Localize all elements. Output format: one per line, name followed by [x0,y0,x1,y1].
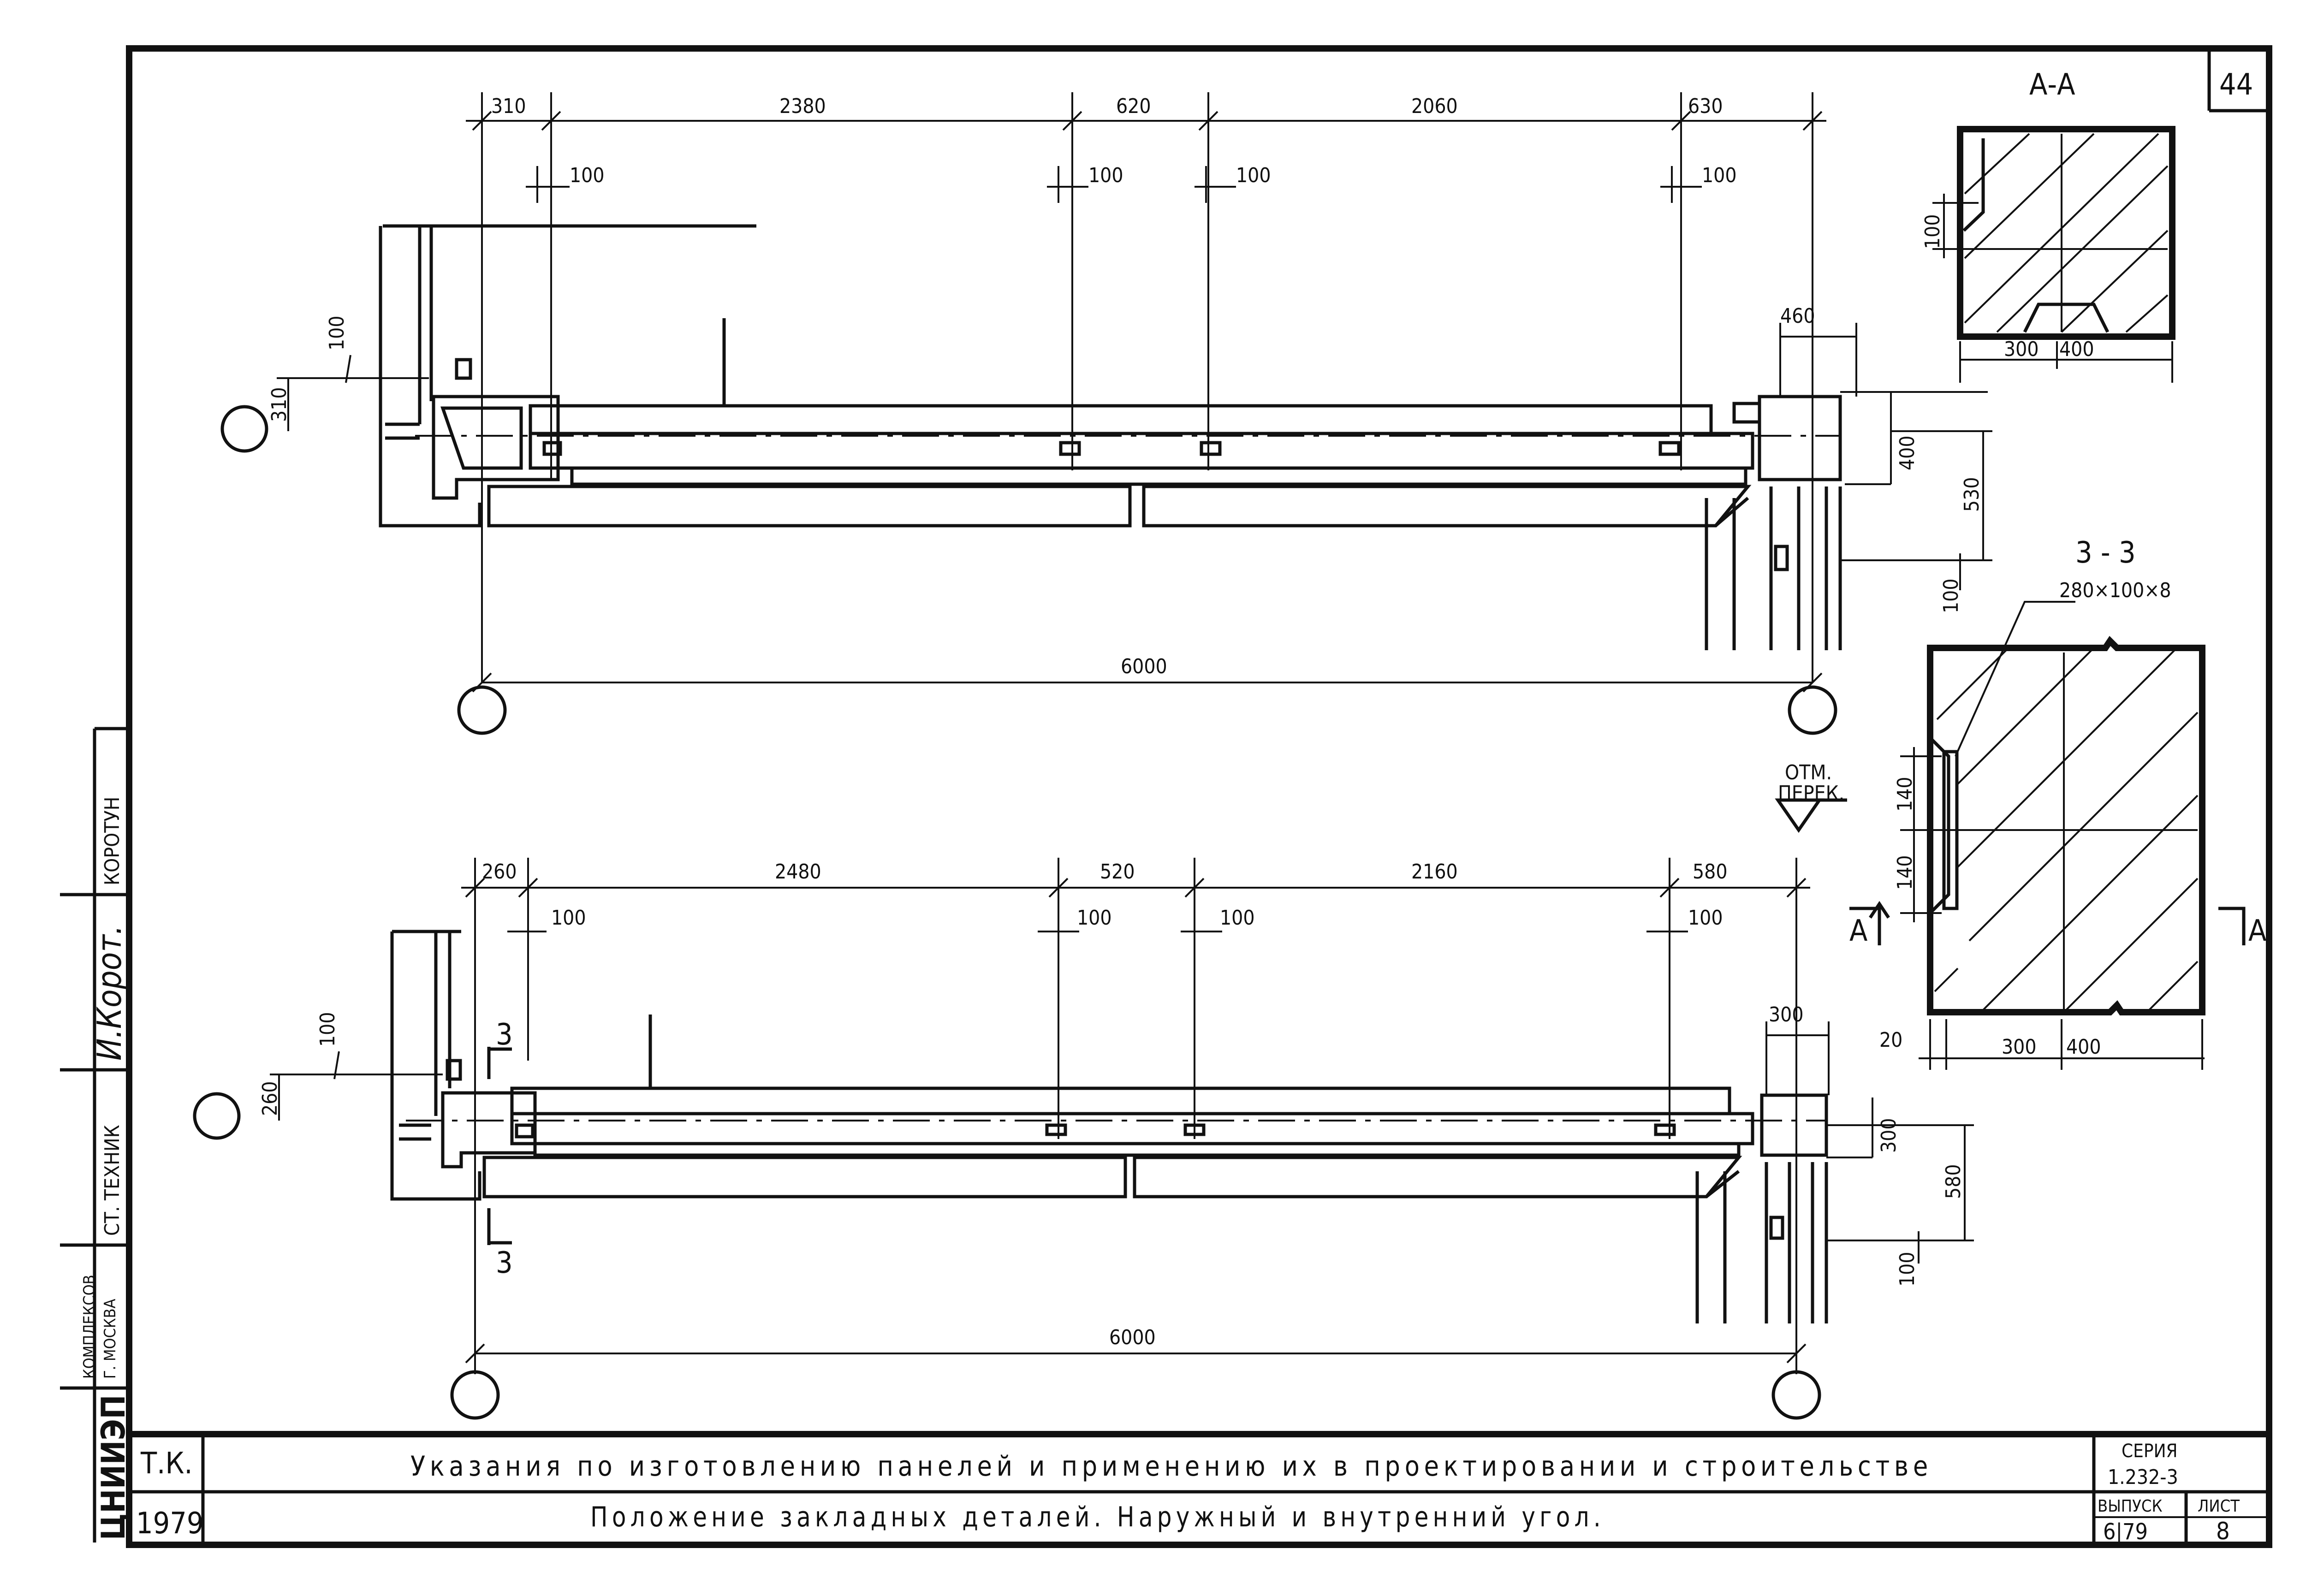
section-33-dim-140b: 140 [1893,855,1917,890]
left-stamp: КОРОТУН И.Корот. СТ. ТЕХНИК КОМПЛЕКСОВ Г… [60,727,132,1543]
section-aa-label: А-А [2029,68,2075,102]
sheet-label: ЛИСТ [2198,1497,2240,1516]
bot-dim-right-300b: 300 [1877,1118,1901,1153]
bot-dim-580: 580 [1693,860,1728,884]
issue-value: 6|79 [2103,1519,2148,1545]
top-dim-100-b: 100 [1088,164,1123,187]
section-aa-dim-300: 300 [2004,338,2039,361]
tk-label: Т.К. [140,1447,193,1481]
section-33-dim-140a: 140 [1893,777,1917,812]
bot-dim-100-c: 100 [1220,906,1255,930]
top-dim-left-100: 100 [325,315,349,350]
plan-bottom [193,858,1974,1420]
section-aa [1932,126,2175,383]
bot-dim-right-580: 580 [1942,1164,1965,1199]
top-dim-100-a: 100 [570,164,605,187]
bot-dim-100-a: 100 [551,906,586,930]
main-title: Указания по изготовлению панелей и приме… [410,1450,1932,1483]
bot-dim-520: 520 [1100,860,1135,884]
person-name: КОРОТУН [101,797,124,885]
section-33-otm: ОТМ. [1785,761,1832,784]
year: 1979 [136,1507,204,1541]
bot-dim-6000: 6000 [1109,1326,1156,1349]
section-aa-dim-400: 400 [2059,338,2094,361]
section-33-cut-right: А [2248,914,2266,948]
top-dim-right-530: 530 [1960,477,1984,512]
section-aa-dim-100: 100 [1921,214,1944,249]
section-33-perek: ПЕРЕК. [1778,782,1844,805]
top-dim-2060: 2060 [1411,95,1458,118]
org-line-1: КОМПЛЕКСОВ [80,1275,99,1379]
bot-dim-right-300: 300 [1769,1003,1804,1026]
section-33-cut-left: А [1849,914,1867,948]
top-dim-100-c: 100 [1236,164,1271,187]
bot-dim-left-100: 100 [316,1012,339,1047]
sheet-number: 44 [2219,68,2253,102]
section-33-dim-300: 300 [2002,1035,2037,1059]
section-33-plate: 280×100×8 [2059,579,2171,602]
position-label: СТ. ТЕХНИК [101,1125,124,1236]
section-mark-3-top: 3 [496,1018,513,1052]
sub-title: Положение закладных деталей. Наружный и … [590,1501,1605,1533]
top-dim-100-d: 100 [1702,164,1737,187]
top-dim-right-400: 400 [1896,435,1919,470]
series-label: СЕРИЯ [2122,1441,2177,1462]
section-mark-3-bottom: 3 [496,1246,513,1280]
bot-dim-left-260: 260 [258,1081,282,1116]
top-dim-6000: 6000 [1121,655,1167,678]
title-block [129,1431,2269,1545]
top-dim-620: 620 [1116,95,1151,118]
bot-dim-260: 260 [482,860,517,884]
org-logo: ЦНИИЭП [95,1395,132,1540]
section-33-dim-20: 20 [1879,1028,1902,1052]
bot-dim-2160: 2160 [1411,860,1458,884]
bot-dim-100-d: 100 [1688,906,1723,930]
top-dim-310: 310 [491,95,526,118]
plan-top [220,92,1992,735]
bot-dim-right-100: 100 [1896,1252,1919,1287]
section-33 [1775,601,2246,1070]
sheet-value: 8 [2216,1518,2230,1545]
issue-label: ВЫПУСК [2098,1497,2163,1516]
series-value: 1.232-3 [2108,1465,2178,1489]
top-dim-2380: 2380 [779,95,826,118]
top-dim-left-310: 310 [267,387,291,422]
top-dim-right-100: 100 [1939,578,1963,613]
top-dim-right-460: 460 [1780,304,1815,328]
org-line-2: Г. МОСКВА [101,1299,119,1379]
section-33-label: 3 - 3 [2075,536,2136,570]
section-33-dim-400: 400 [2066,1035,2101,1059]
sheet-frame [126,45,2272,1548]
bot-dim-100-b: 100 [1077,906,1112,930]
signature: И.Корот. [90,925,129,1061]
bot-dim-2480: 2480 [775,860,821,884]
top-dim-630: 630 [1688,95,1723,118]
